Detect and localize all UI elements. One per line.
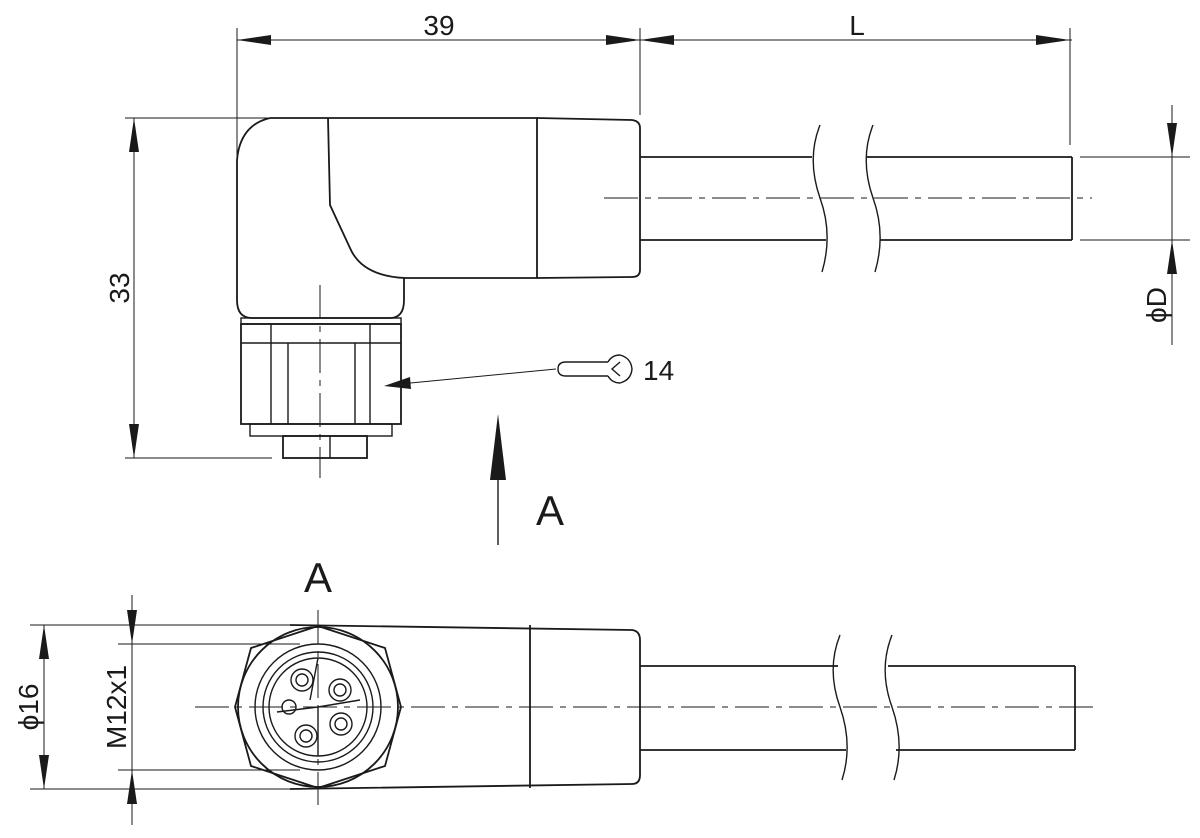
view-direction-arrow: A [490,414,564,545]
cable-side [604,124,1092,273]
pin [329,712,353,736]
break-line [884,634,900,781]
break-line [832,634,848,781]
dimension-39: 39 [236,10,1072,180]
side-view: 39 L 33 ϕD [104,10,1190,545]
dimension-33: 33 [104,117,272,459]
pin [328,678,352,702]
dimension-label-phi-D: ϕD [1141,287,1172,323]
dimension-M12x1: M12x1 [101,595,300,825]
dimension-phi-16: ϕ16 [13,624,290,790]
dimension-label-33: 33 [104,272,135,303]
break-line [865,124,881,273]
wrench-icon [557,354,633,384]
wrench-size-callout: 14 [384,354,674,389]
dimension-label-39: 39 [423,10,454,41]
wrench-size-label: 14 [643,355,674,386]
view-title: A [304,554,332,601]
view-arrow-label: A [536,487,564,534]
front-view-A: A [13,554,1100,825]
dimension-label-phi-16: ϕ16 [13,684,44,731]
connector-body [236,117,641,319]
dimension-phi-D: ϕD [1080,105,1190,345]
cable-front [640,634,1076,781]
coupling-nut [240,317,402,459]
pin [294,724,318,748]
dimension-label-L: L [849,10,865,41]
dimension-label-M12x1: M12x1 [101,665,132,749]
pin [290,668,314,692]
dimension-L: L [849,10,1071,145]
